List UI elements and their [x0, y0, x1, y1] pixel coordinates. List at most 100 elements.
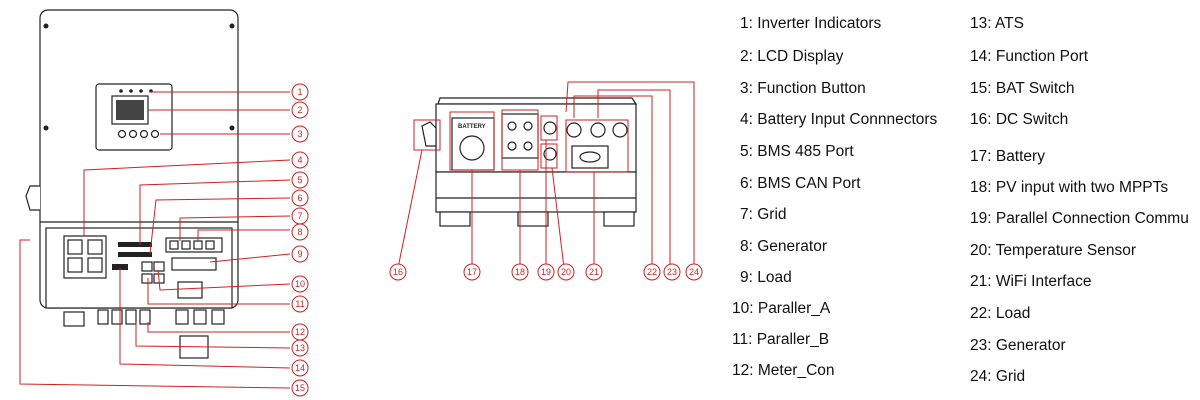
- pv-connector-icon: [523, 121, 533, 131]
- callout-5: 5: [297, 175, 302, 185]
- cable-gland-icon: [211, 309, 225, 325]
- legend-item-16: 16: DC Switch: [970, 111, 1068, 128]
- paraller-a-port-icon: [141, 261, 153, 272]
- indicator-led-icon: [129, 89, 133, 93]
- cable-gland-icon: [63, 311, 85, 327]
- callout-13: 13: [295, 343, 305, 353]
- cable-gland-icon: [111, 309, 123, 325]
- callout-6: 6: [297, 193, 302, 203]
- callout-4: 4: [297, 155, 302, 165]
- legend-item-7: 7: Grid: [740, 206, 787, 223]
- callout-3: 3: [297, 129, 302, 139]
- pv-connector-icon: [507, 141, 517, 151]
- foot-icon: [603, 211, 635, 227]
- screw-icon: [229, 125, 235, 131]
- battery-label: BATTERY: [458, 124, 486, 130]
- screw-icon: [229, 23, 235, 29]
- parallel-comm-gland-icon: [543, 121, 557, 135]
- foot-icon: [517, 211, 549, 227]
- front-view: 1 2 3 4 5 6 7 8 9 10 11 12 13 1: [19, 9, 309, 397]
- battery-terminal-icon: [87, 239, 103, 255]
- callout-7: 7: [297, 211, 302, 221]
- cable-gland-icon: [175, 309, 189, 325]
- legend-item-11: 11: Paraller_B: [732, 331, 829, 348]
- callout-8: 8: [297, 227, 302, 237]
- legend-item-20: 20: Temperature Sensor: [970, 242, 1136, 259]
- screw-icon: [43, 125, 49, 131]
- wifi-interface-icon: [579, 151, 601, 163]
- side-switch-icon: [25, 185, 40, 211]
- function-button-icon: [139, 129, 149, 139]
- legend-item-10: 10: Paraller_A: [732, 300, 831, 317]
- legend-item-23: 23: Generator: [970, 337, 1066, 354]
- lcd-screen: [116, 100, 144, 120]
- battery-terminal-icon: [67, 239, 83, 255]
- battery-connector-icon: [459, 135, 485, 161]
- legend-item-17: 17: Battery: [970, 148, 1045, 165]
- legend-item-5: 5: BMS 485 Port: [740, 143, 854, 160]
- cable-gland-icon: [97, 309, 109, 325]
- cable-gland-icon: [139, 309, 151, 325]
- cable-gland-icon: [193, 309, 207, 325]
- callout-18: 18: [515, 267, 525, 277]
- callout-20: 20: [561, 267, 571, 277]
- lower-housing: [435, 171, 637, 213]
- callout-17: 17: [467, 267, 477, 277]
- load-gland-icon: [566, 122, 582, 138]
- function-button-icon: [128, 129, 138, 139]
- load-terminal-block: [171, 257, 217, 271]
- callout-22: 22: [647, 267, 657, 277]
- temperature-sensor-gland-icon: [543, 147, 557, 161]
- indicator-led-icon: [139, 89, 143, 93]
- legend-item-13: 13: ATS: [970, 15, 1024, 32]
- battery-terminal-icon: [67, 257, 83, 273]
- legend-item-21: 21: WiFi Interface: [970, 273, 1091, 290]
- callout-24: 24: [689, 267, 699, 277]
- callout-21: 21: [589, 267, 599, 277]
- callout-19: 19: [541, 267, 551, 277]
- foot-icon: [439, 211, 471, 227]
- callout-23: 23: [667, 267, 677, 277]
- function-button-icon: [150, 129, 160, 139]
- legend-item-9: 9: Load: [740, 269, 792, 286]
- bottom-view: BATTERY: [389, 81, 703, 281]
- callout-1: 1: [297, 87, 302, 97]
- generator-gland-icon: [590, 122, 606, 138]
- legend-item-22: 22: Load: [970, 305, 1030, 322]
- callout-12: 12: [295, 327, 305, 337]
- screw-icon: [43, 23, 49, 29]
- callout-2: 2: [297, 105, 302, 115]
- grid-terminal-icon: [181, 240, 191, 250]
- callout-9: 9: [297, 249, 302, 259]
- pv-connector-icon: [523, 141, 533, 151]
- grid-terminal-icon: [169, 240, 179, 250]
- indicator-led-icon: [119, 89, 123, 93]
- callout-14: 14: [295, 363, 305, 373]
- function-port-icon: [112, 264, 128, 270]
- legend-item-18: 18: PV input with two MPPTs: [970, 179, 1168, 196]
- legend-item-19: 19: Parallel Connection Commu: [970, 210, 1189, 227]
- pv-connector-icon: [507, 121, 517, 131]
- legend-item-24: 24: Grid: [970, 368, 1025, 385]
- meter-port-icon: [141, 273, 153, 284]
- bottom-edge: [437, 97, 638, 105]
- bms-can-port-icon: [118, 252, 152, 257]
- pv-connector-frame: [501, 113, 539, 159]
- grid-gland-icon: [612, 122, 628, 138]
- inner-module: [177, 281, 203, 299]
- callout-10: 10: [295, 279, 305, 289]
- legend-item-8: 8: Generator: [740, 238, 827, 255]
- legend-item-12: 12: Meter_Con: [732, 362, 835, 379]
- legend-item-15: 15: BAT Switch: [970, 80, 1075, 97]
- function-button-icon: [117, 129, 127, 139]
- callout-16: 16: [393, 267, 403, 277]
- cable-gland-icon: [125, 309, 137, 325]
- callout-15: 15: [295, 383, 305, 393]
- paraller-b-port-icon: [153, 261, 165, 272]
- legend-item-6: 6: BMS CAN Port: [740, 175, 861, 192]
- bms-485-port-icon: [118, 242, 152, 247]
- legend-item-2: 2: LCD Display: [740, 48, 844, 65]
- legend: 1: Inverter Indicators 2: LCD Display 3:…: [732, 15, 1189, 385]
- legend-item-1: 1: Inverter Indicators: [740, 15, 882, 32]
